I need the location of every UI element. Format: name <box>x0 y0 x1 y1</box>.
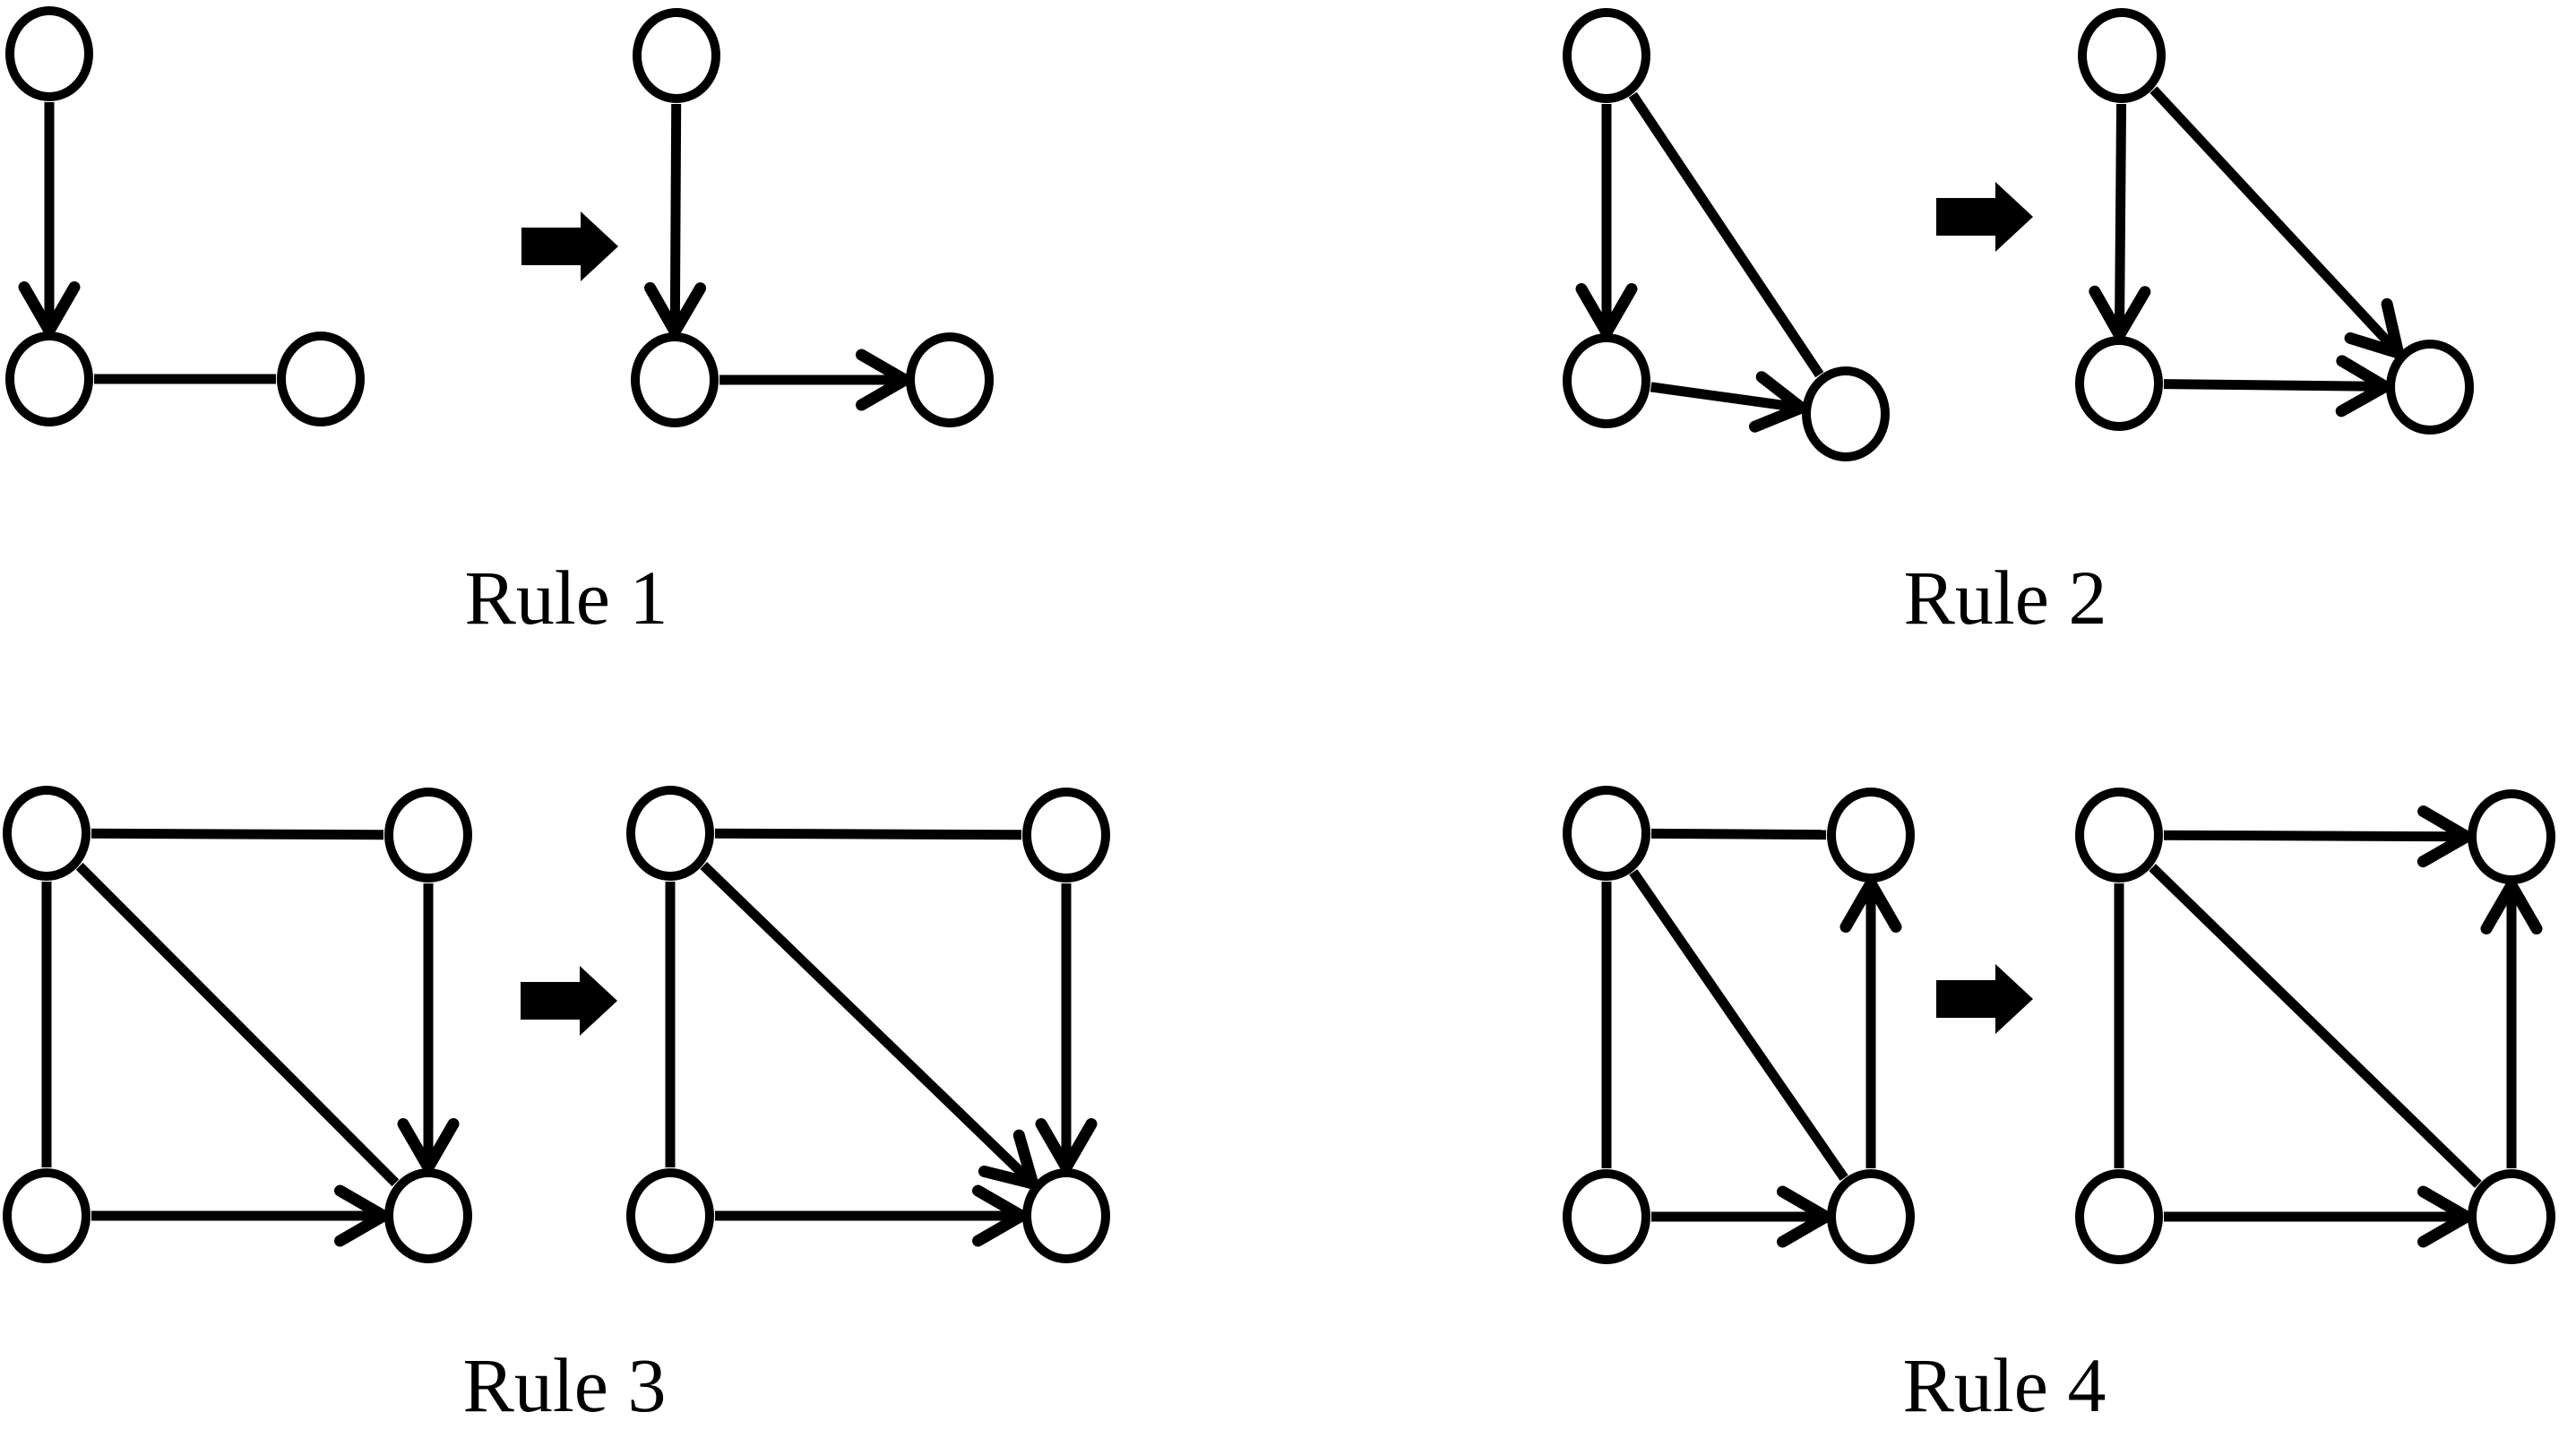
graph-node-bottom_left <box>3 1168 90 1263</box>
graph-node-top_left <box>2075 788 2163 883</box>
graph-node-bottom_right <box>1802 366 1890 461</box>
rightwards-block-arrow-icon <box>521 211 618 281</box>
rule-1-before-graph <box>5 6 365 426</box>
graph-node-bottom_right <box>906 332 994 427</box>
arrowhead-icon <box>2335 355 2391 418</box>
graph-node-bottom_right <box>1827 1169 1915 1264</box>
undirected-edge <box>1628 91 1824 378</box>
graph-node-top_right <box>2468 789 2555 884</box>
arrowhead-icon <box>1035 1118 1098 1174</box>
rule-3-before-graph <box>3 786 472 1263</box>
rule-2-after-graph <box>2075 8 2474 435</box>
graph-node-bottom_left <box>1563 333 1650 428</box>
arrowhead-icon <box>1777 1185 1832 1248</box>
rule-1-label: Rule 1 <box>464 555 668 641</box>
rule-3-after-graph <box>626 786 1110 1263</box>
graph-node-bottom_right <box>277 332 365 426</box>
undirected-edge <box>714 828 1022 840</box>
directed-edge <box>700 862 1037 1187</box>
graph-node-bottom_left <box>2075 1169 2163 1264</box>
graph-node-top_right <box>384 788 472 883</box>
arrowhead-icon <box>644 281 707 338</box>
rightwards-block-arrow-icon <box>1936 964 2033 1034</box>
arrowhead-icon <box>2417 1185 2473 1248</box>
arrowhead-icon <box>2480 879 2543 934</box>
directed-edge <box>669 103 682 332</box>
arrowhead-icon <box>1839 877 1902 933</box>
arrowhead-icon <box>856 349 911 411</box>
rule-3-label: Rule 3 <box>462 1342 667 1428</box>
directed-edge <box>2163 830 2468 842</box>
graph-node-bottom_left <box>2075 336 2163 431</box>
arrowhead-icon <box>334 1184 390 1247</box>
graph-node-bottom_right <box>2468 1169 2555 1264</box>
rule-4-after-graph <box>2075 788 2555 1264</box>
rightwards-block-arrow-icon <box>1936 182 2033 252</box>
arrowhead-icon <box>1575 283 1638 339</box>
rule-3-transform-arrow <box>521 966 617 1036</box>
undirected-edge <box>75 862 400 1187</box>
rule-4-transform-arrow <box>1936 964 2033 1034</box>
rule-2-transform-arrow <box>1936 182 2033 252</box>
graph-node-top_left <box>1563 786 1650 881</box>
graph-node-bottom_right <box>384 1168 472 1263</box>
undirected-edge <box>2149 864 2482 1188</box>
graph-node-bottom_left <box>631 332 719 427</box>
directed-edge <box>2114 103 2127 336</box>
graph-node-bottom_left <box>1563 1169 1650 1264</box>
arrowhead-icon <box>1749 371 1807 433</box>
directed-edge <box>1650 382 1803 413</box>
undirected-edge <box>1629 869 1848 1181</box>
rightwards-block-arrow-icon <box>521 966 617 1036</box>
arrowhead-icon <box>2089 285 2151 341</box>
arrowhead-icon <box>2344 297 2405 359</box>
undirected-edge <box>1650 828 1827 840</box>
arrowhead-icon <box>972 1184 1028 1247</box>
rule-4-before-graph <box>1563 786 1915 1264</box>
graph-node-bottom_left <box>626 1168 714 1263</box>
arrowhead-icon <box>2417 805 2473 868</box>
graph-node-bottom_right <box>2386 340 2474 435</box>
rule-2-label: Rule 2 <box>1903 555 2107 641</box>
graph-node-top <box>2078 8 2166 103</box>
graph-node-top_right <box>1827 788 1915 883</box>
graph-node-top_right <box>1022 788 1110 883</box>
graph-node-top_left <box>3 786 90 881</box>
undirected-edge <box>90 828 384 840</box>
directed-edge <box>2163 379 2386 392</box>
graph-node-bottom_right <box>1022 1168 1110 1263</box>
rule-2-before-graph <box>1563 8 1890 461</box>
arrowhead-icon <box>18 281 81 337</box>
graph-node-top <box>5 6 93 101</box>
graph-node-top_left <box>626 786 714 881</box>
rule-1-after-graph <box>631 8 994 427</box>
rule-1-transform-arrow <box>521 211 618 281</box>
arrowhead-icon <box>397 1118 460 1174</box>
graph-node-top <box>633 8 720 103</box>
arrowhead-icon <box>978 1129 1039 1190</box>
graph-node-bottom_left <box>5 332 93 426</box>
rule-4-label: Rule 4 <box>1902 1342 2106 1428</box>
directed-edge <box>2150 86 2402 357</box>
graph-node-top <box>1563 8 1650 103</box>
